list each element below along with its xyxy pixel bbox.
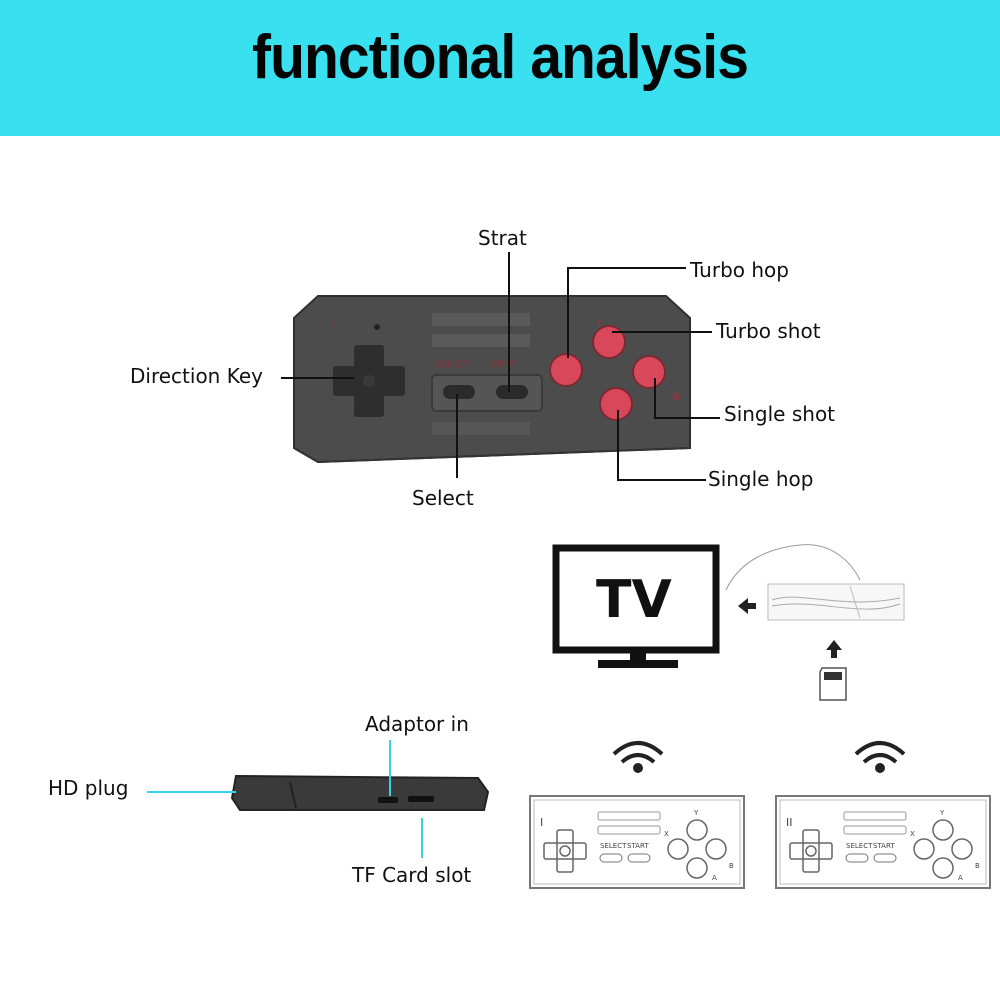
arrow-up-icon [826, 640, 842, 658]
button-x-turbo-shot [592, 325, 626, 359]
button-b-single-shot [632, 355, 666, 389]
mini-controller-2-b: B [975, 862, 980, 870]
mini-controller-1: I SELECT START Y X B A [529, 795, 745, 889]
button-a-single-hop [599, 387, 633, 421]
title-banner: functional analysis [0, 0, 1000, 136]
label-single-shot: Single shot [724, 402, 836, 426]
mini-controller-2-select: SELECT [846, 842, 873, 850]
hd-stick-device [230, 774, 490, 811]
wifi-icon [612, 741, 664, 773]
mini-controller-2-player: II [786, 816, 793, 829]
label-hd-plug: HD plug [48, 776, 129, 800]
arrow-left-icon [738, 598, 756, 614]
mini-controller-1-b: B [729, 862, 734, 870]
label-turbo-hop: Turbo hop [690, 258, 789, 282]
mini-controller-2: II SELECT START Y X B A [775, 795, 991, 889]
power-led [374, 324, 380, 330]
mini-controller-1-select: SELECT [600, 842, 627, 850]
mini-controller-2-x: X [910, 830, 915, 838]
label-select: Select [412, 486, 474, 510]
label-turbo-shot: Turbo shot [716, 319, 821, 343]
stripe [432, 422, 530, 435]
game-stick-icon [767, 583, 905, 621]
label-adaptor-in: Adaptor in [365, 712, 469, 736]
label-strat: Strat [478, 226, 527, 250]
controller-select-text: SELECT [436, 360, 470, 370]
mini-controller-1-a: A [712, 874, 717, 882]
mini-controller-1-player: I [540, 816, 543, 829]
callout-lines [281, 252, 720, 481]
mini-controller-1-y: Y [693, 809, 699, 817]
stripe [432, 334, 530, 347]
page-title: functional analysis [251, 23, 749, 92]
start-button [496, 385, 528, 399]
tf-card-port [408, 796, 434, 802]
direction-key-dpad [333, 345, 405, 417]
button-letter-b: B [673, 392, 680, 403]
select-button [443, 385, 475, 399]
select-start-well [431, 374, 543, 412]
button-y-turbo-hop [549, 353, 583, 387]
cable [725, 544, 861, 591]
mini-controller-1-x: X [664, 830, 669, 838]
label-tf-card-slot: TF Card slot [352, 863, 472, 887]
label-single-hop: Single hop [708, 467, 814, 491]
mini-controller-2-y: Y [939, 809, 945, 817]
button-letter-y: Y [595, 318, 603, 329]
tv-icon: TV [552, 544, 720, 668]
stripe [432, 313, 530, 326]
mini-controller-2-start: START [873, 842, 895, 850]
main-controller: SELECT START I Y B [293, 295, 691, 464]
mini-controller-1-start: START [627, 842, 649, 850]
tv-text: TV [596, 570, 672, 630]
sd-card-icon [819, 667, 847, 701]
controller-player-mark: I [332, 319, 336, 333]
label-direction-key: Direction Key [130, 364, 263, 388]
mini-controller-2-a: A [958, 874, 963, 882]
adaptor-port [378, 797, 398, 803]
wifi-icon [854, 741, 906, 773]
controller-start-text: START [490, 360, 518, 370]
